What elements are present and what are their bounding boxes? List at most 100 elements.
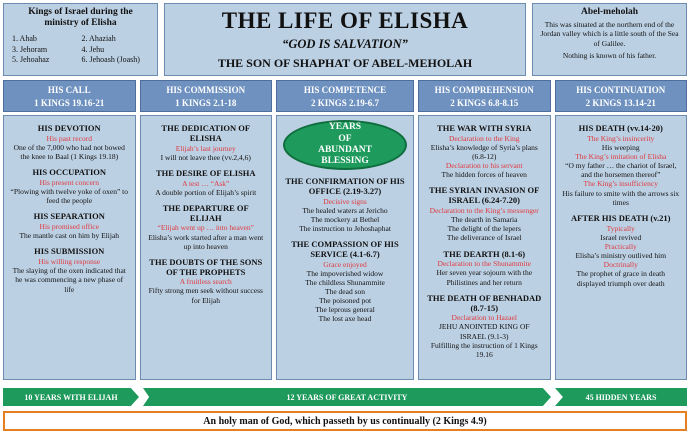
column-body: THE WAR WITH SYRIA Declaration to the Kin… xyxy=(418,115,551,380)
abel-title: Abel-meholah xyxy=(581,7,638,17)
section-text: JEHU ANOINTED KING OF ISRAEL (9.1-3) xyxy=(438,322,530,341)
column-reference: 2 KINGS 2.19-6.7 xyxy=(310,98,379,109)
section-heading: THE DEPARTURE OF ELIJAH xyxy=(162,202,249,223)
section-heading: THE SYRIAN INVASION OF ISRAEL (6.24-7.20… xyxy=(429,185,540,206)
section-heading: HIS SUBMISSION xyxy=(34,246,105,257)
section-subheading: Decisive signs xyxy=(323,196,367,206)
section-subheading: His promised office xyxy=(39,222,99,232)
section-heading: HIS SEPARATION xyxy=(33,211,105,222)
section-subheading: Elijah’s last journey xyxy=(175,143,236,153)
section-text: “O my father … the chariot of Israel, an… xyxy=(565,161,677,180)
section-subheading: The King’s insincerity xyxy=(587,133,655,143)
section-subheading: Grace enjoyed xyxy=(323,259,367,269)
section-text: The prophet of grace in death displayed … xyxy=(576,269,665,288)
section-text: Elisha’s ministry outlived him xyxy=(575,251,667,261)
section-subheading: Practically xyxy=(604,241,637,251)
king-item: 5. Jehoahaz xyxy=(12,55,50,65)
section-text: I will not leave thee (vv.2,4,6) xyxy=(160,152,251,162)
column-header: HIS COMPETENCE 2 KINGS 2.19-6.7 xyxy=(276,80,414,112)
section-text: The instruction to Jehoshaphat xyxy=(299,223,391,233)
column-title: HIS CALL xyxy=(47,85,91,95)
section-subheading: His present concern xyxy=(39,177,100,187)
section-text: Fulfilling the instruction of 1 Kings 19… xyxy=(430,340,538,359)
section-subheading: The King’s imitation of Elisha xyxy=(575,152,667,162)
section-subheading: Declaration to the Shunammite xyxy=(437,259,531,269)
column-title: HIS COMPETENCE xyxy=(303,85,387,95)
page-title: THE LIFE OF ELISHA xyxy=(221,8,469,33)
section-text: Fifty strong men seek without success fo… xyxy=(148,286,263,305)
section-heading: THE DESIRE OF ELISHA xyxy=(155,167,256,178)
section-subheading: Doctrinally xyxy=(603,260,638,270)
column-title: HIS CONTINUATION xyxy=(576,85,666,95)
abel-meholah-panel: Abel-meholah This was situated at the no… xyxy=(532,3,687,76)
section-heading: HIS DEVOTION xyxy=(37,123,101,133)
section-heading: AFTER HIS DEATH (v.21) xyxy=(571,212,671,223)
section-text: The dead son xyxy=(325,287,365,297)
section-subheading: The King’s insufficiency xyxy=(583,179,658,189)
king-item: 6. Jehoash (Joash) xyxy=(81,55,140,65)
section-heading: THE DEARTH (8.1-6) xyxy=(443,248,526,259)
timeline-segment-with-elijah: 10 YEARS WITH ELIJAH xyxy=(3,388,139,406)
timeline-segment-great-activity: 12 YEARS OF GREAT ACTIVITY xyxy=(143,388,551,406)
section-text: The delight of the lepers xyxy=(447,224,521,234)
abel-desc: This was situated at the northern end of… xyxy=(540,20,679,48)
section-subheading: Declaration to the King’s messenger xyxy=(429,206,539,215)
section-text: The poisoned pot xyxy=(318,296,372,306)
timeline-segment-hidden-years: 45 HIDDEN YEARS xyxy=(555,388,687,406)
section-text: The dearth in Samaria xyxy=(451,215,518,225)
section-text: Elisha’s work started after a man went u… xyxy=(148,232,264,251)
section-text: One of the 7,000 who had not bowed the k… xyxy=(13,142,125,162)
section-text: The healed waters at Jericho xyxy=(302,205,388,215)
kings-list: 1. Ahab 2. Ahaziah 3. Jehoram 4. Jehu 5.… xyxy=(10,34,151,66)
king-item: 1. Ahab xyxy=(12,33,37,43)
column-reference: 2 KINGS 13.14-21 xyxy=(585,98,656,109)
section-subheading: Declaration to Hazael xyxy=(451,313,517,323)
oval-word: OF xyxy=(338,133,352,144)
section-text: A double portion of Elijah’s spirit xyxy=(155,187,257,197)
section-subheading: Typically xyxy=(606,223,635,233)
section-heading: HIS OCCUPATION xyxy=(32,167,107,178)
column-header: HIS CONTINUATION 2 KINGS 13.14-21 xyxy=(554,80,687,112)
section-heading: THE WAR WITH SYRIA xyxy=(437,123,532,133)
column-title: HIS COMMISSION xyxy=(166,85,246,95)
section-heading: THE DEATH OF BENHADAD (8.7-15) xyxy=(427,292,542,313)
section-text: The childless Shunammite xyxy=(305,277,385,287)
section-heading: THE DEDICATION OF ELISHA xyxy=(161,123,251,143)
page-subtitle: “GOD IS SALVATION” xyxy=(282,37,408,51)
section-text: His failure to smite with the arrows six… xyxy=(562,188,680,207)
abel-note: Nothing is known of his father. xyxy=(562,51,657,61)
section-subheading: His willing response xyxy=(38,257,101,267)
king-item: 2. Ahaziah xyxy=(81,33,116,43)
column-reference: 2 KINGS 6.8-8.15 xyxy=(450,98,519,109)
section-subheading: Declaration to his servant xyxy=(445,161,523,171)
king-item: 3. Jehoram xyxy=(12,44,48,54)
column-reference: 1 KINGS 2.1-18 xyxy=(175,98,237,109)
title-panel: THE LIFE OF ELISHA “GOD IS SALVATION” TH… xyxy=(164,3,526,76)
section-subheading: A test … “Ask” xyxy=(182,178,230,188)
oval-word: BLESSING xyxy=(321,156,369,167)
section-heading: THE CONFIRMATION OF HIS OFFICE (2.19-3.2… xyxy=(285,176,405,196)
section-text: The impoverished widow xyxy=(306,268,384,278)
section-heading: THE DOUBTS OF THE SONS OF THE PROPHETS xyxy=(149,256,263,277)
section-text: His weeping xyxy=(601,142,640,152)
column-body: HIS DEATH (vv.14-20)The King’s insinceri… xyxy=(554,115,687,380)
section-heading: HIS DEATH (vv.14-20) xyxy=(578,123,663,133)
kings-title: Kings of Israel during the ministry of E… xyxy=(28,7,133,28)
section-text: The mantle cast on him by Elijah xyxy=(19,231,120,241)
section-text: The deliverance of Israel xyxy=(446,233,522,243)
page-tagline: THE SON OF SHAPHAT OF ABEL-MEHOLAH xyxy=(217,56,473,70)
section-subheading: His past record xyxy=(46,133,92,143)
section-text: Israel revived xyxy=(600,232,642,242)
section-text: The mockery at Bethel xyxy=(310,214,380,224)
footer-quote: An holy man of God, which passeth by us … xyxy=(3,411,687,431)
section-text: Her seven year sojourn with the Philisti… xyxy=(436,268,533,287)
section-text: The lost axe head xyxy=(318,314,372,324)
